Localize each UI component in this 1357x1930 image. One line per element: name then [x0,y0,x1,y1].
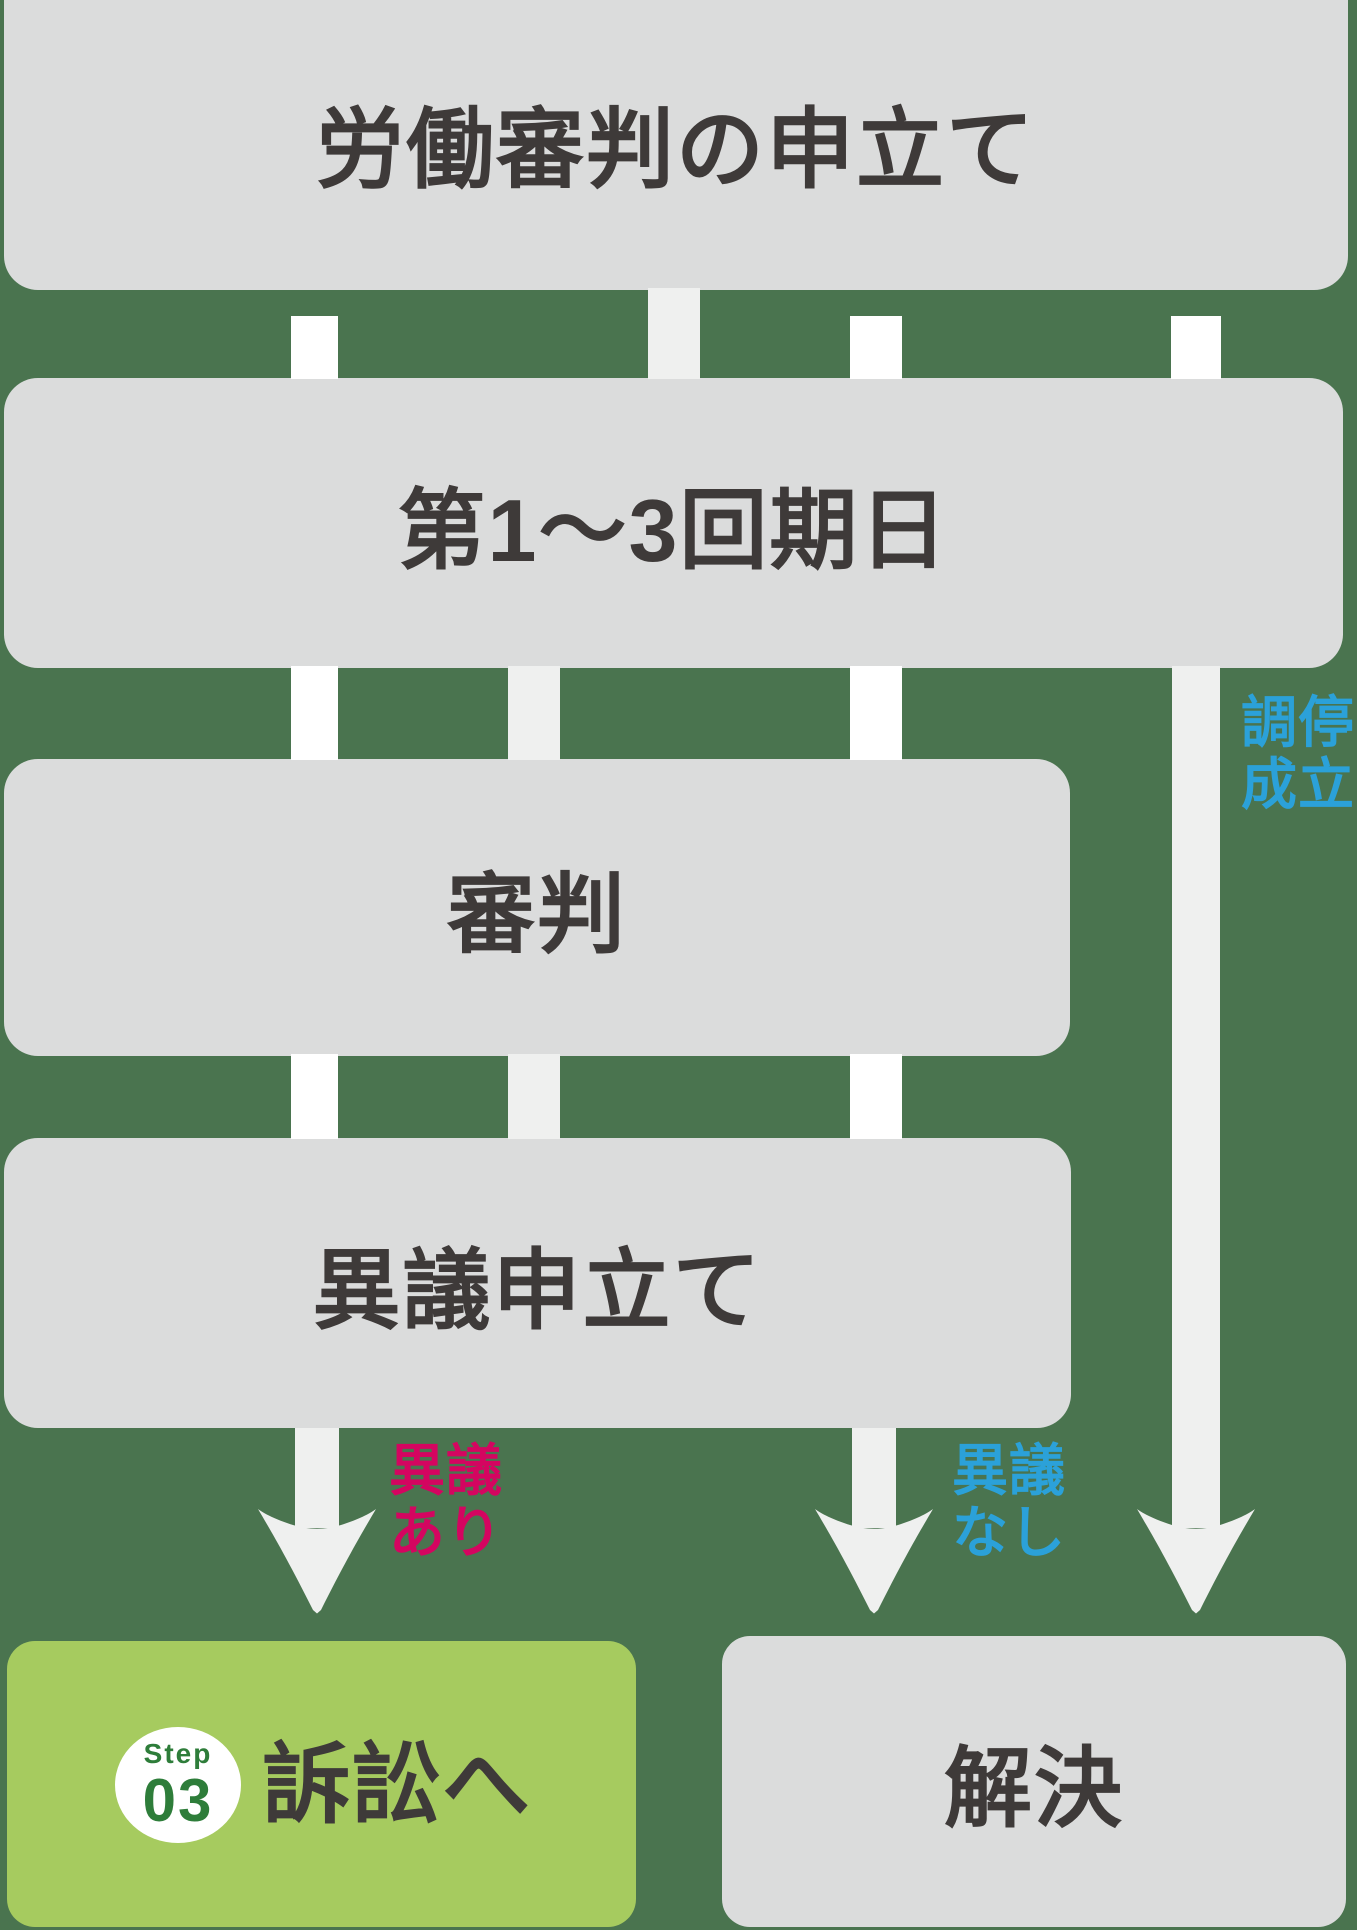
label-objection-no: 異議 なし [952,1440,1066,1563]
objection-no-arrow-shaft [852,1428,896,1528]
objection-no-arrow-head [813,1508,935,1614]
label-mediation-success-line1: 調停 [1241,691,1355,754]
connector-gap1-col4 [1171,316,1221,379]
down-arrow-icon [258,1509,376,1614]
step-box-judgment: 審判 [4,759,1070,1056]
connector-gap1-col2 [648,288,700,379]
step-box-objection-label: 異議申立て [312,1240,763,1340]
connector-gap2-col3 [850,666,902,760]
step-box-judgment-label: 審判 [446,865,627,964]
objection-yes-arrow-head [256,1508,378,1614]
objection-yes-arrow-shaft [295,1428,339,1528]
label-mediation-success: 調停 成立 [1241,692,1355,815]
mediation-arrow-head [1135,1508,1257,1614]
step-box-application-label: 労働審判の申立て [315,99,1036,199]
label-mediation-success-line2: 成立 [1241,752,1355,816]
step-badge-number: 03 [142,1766,214,1834]
connector-gap1-col3 [850,316,902,379]
down-arrow-icon [1137,1509,1255,1614]
step-box-application: 労働審判の申立て [4,0,1348,290]
connector-gap3-col1 [291,1054,338,1139]
label-objection-yes-line1: 異議 [389,1439,503,1502]
step-box-hearings: 第1〜3回期日 [4,378,1343,668]
connector-gap1-col1 [291,316,338,379]
step-badge: Step 03 [115,1727,241,1843]
step-box-hearings-label: 第1〜3回期日 [397,480,950,580]
connector-gap2-col2 [508,666,560,760]
down-arrow-icon [815,1509,933,1614]
label-objection-yes: 異議 あり [389,1440,503,1563]
step-box-objection: 異議申立て [4,1138,1071,1428]
mediation-arrow-shaft [1172,666,1220,1528]
step-badge-word: Step [143,1737,213,1769]
label-objection-no-line1: 異議 [952,1439,1066,1502]
outcome-litigation-box: Step 03 訴訟へ [7,1641,636,1927]
connector-gap2-col1 [291,666,338,760]
label-objection-yes-line2: あり [389,1500,503,1564]
connector-gap3-col3 [850,1054,902,1139]
outcome-resolution-box: 解決 [722,1636,1346,1927]
outcome-resolution-label: 解決 [943,1739,1124,1838]
label-objection-no-line2: なし [952,1500,1066,1564]
connector-gap3-col2 [508,1054,560,1139]
outcome-litigation-label: 訴訟へ [262,1735,533,1834]
